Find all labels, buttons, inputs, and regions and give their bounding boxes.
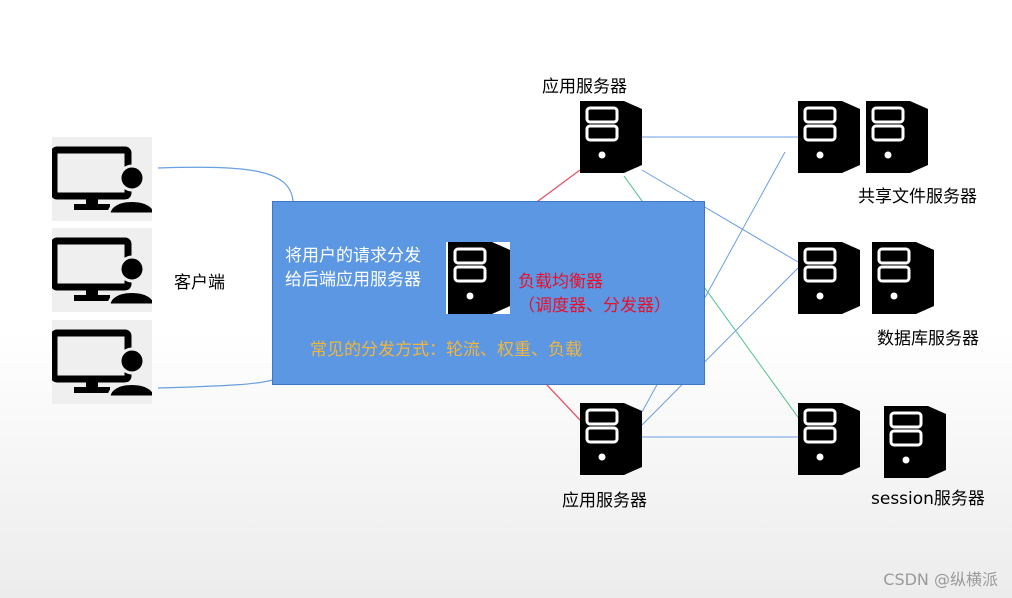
app-bottom-to-db-link	[641, 267, 799, 426]
app-server-bottom-label: 应用服务器	[562, 491, 647, 511]
server-tower-icon	[448, 242, 510, 314]
load-balancer-title: 负载均衡器	[518, 272, 603, 292]
client-label: 客户端	[174, 273, 225, 293]
monitor-user-icon	[52, 329, 152, 397]
client-bottom-link	[157, 379, 273, 389]
monitor-user-icon	[52, 146, 152, 214]
client-top-link	[157, 166, 294, 202]
server-tower-icon	[798, 101, 860, 173]
load-balancer-subtitle: （调度器、分发器）	[518, 296, 671, 316]
server-tower-icon	[580, 101, 642, 173]
server-tower-icon	[866, 101, 928, 173]
distribution-methods: 常见的分发方式：轮流、权重、负载	[310, 340, 582, 360]
load-balancer-description: 将用户的请求分发给后端应用服务器	[285, 246, 421, 290]
server-tower-icon	[798, 242, 860, 314]
session-server-label: session服务器	[871, 489, 985, 509]
watermark: CSDN @纵横派	[883, 570, 998, 589]
server-tower-icon	[798, 403, 860, 475]
server-tower-icon	[580, 403, 642, 475]
server-tower-icon	[884, 406, 946, 478]
app-top-to-db-link	[641, 169, 799, 263]
server-tower-icon	[872, 242, 934, 314]
database-server-label: 数据库服务器	[877, 329, 979, 349]
shared-file-server-label: 共享文件服务器	[858, 187, 977, 207]
monitor-user-icon	[52, 237, 152, 305]
app-server-top-label: 应用服务器	[542, 77, 627, 97]
